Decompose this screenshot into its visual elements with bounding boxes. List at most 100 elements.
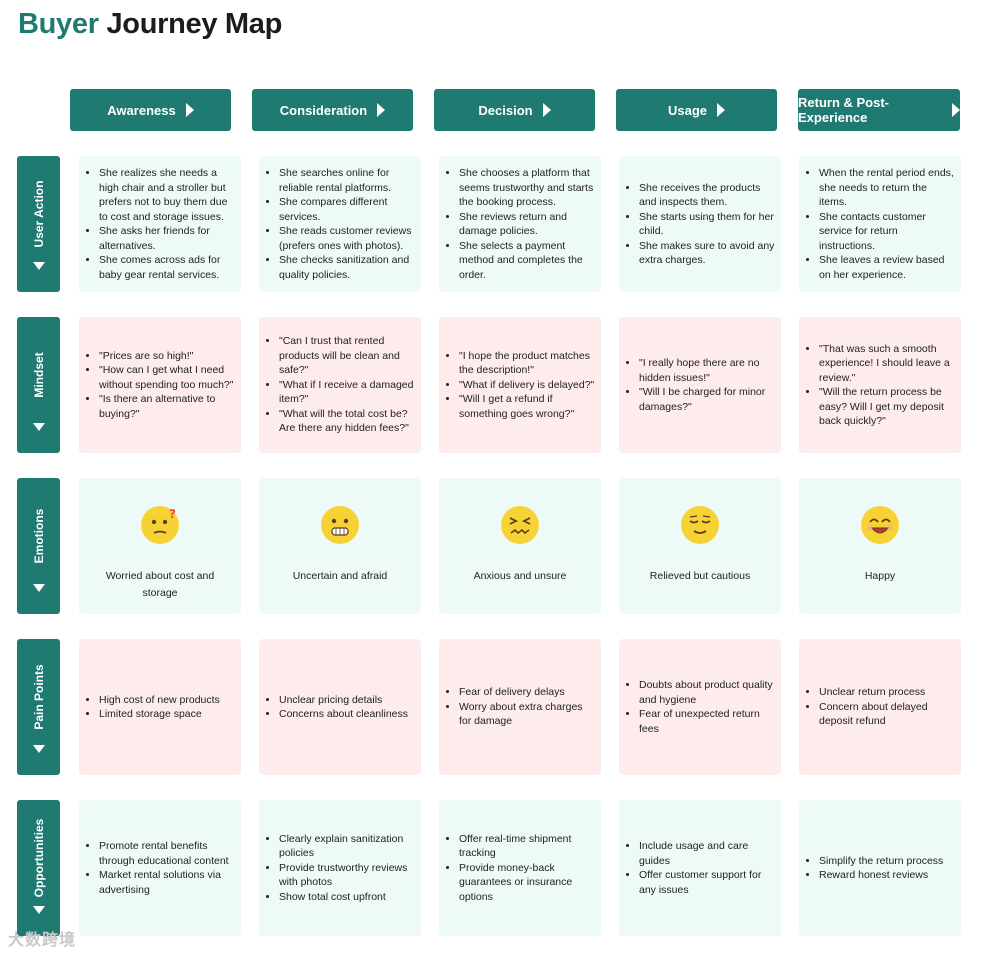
bullet-list: "I hope the product matches the descript… <box>439 349 601 422</box>
user-action-cell: She searches online for reliable rental … <box>259 156 421 292</box>
opportunities-cell: Offer real-time shipment trackingProvide… <box>439 800 601 936</box>
pain-points-cell: Unclear pricing detailsConcerns about cl… <box>259 639 421 775</box>
bullet-list: Unclear pricing detailsConcerns about cl… <box>259 693 414 722</box>
watermark: 大数跨境 <box>8 932 77 949</box>
pain-points-cell: Fear of delivery delaysWorry about extra… <box>439 639 601 775</box>
bullet-item: Worry about extra charges for damage <box>459 700 595 729</box>
row-label-user-action: User Action <box>17 156 60 292</box>
caret-down-icon <box>32 745 45 753</box>
row-label-text: Opportunities <box>31 818 46 898</box>
bullet-item: High cost of new products <box>99 693 220 708</box>
bullet-list: Doubts about product quality and hygiene… <box>619 678 781 736</box>
caret-down-icon <box>32 906 45 914</box>
row-label-text: User Action <box>31 180 46 248</box>
bullet-item: She starts using them for her child. <box>639 210 775 239</box>
bullet-list: Promote rental benefits through educatio… <box>79 839 241 897</box>
bullet-item: "What if I receive a damaged item?" <box>279 378 415 407</box>
user-action-cell: She chooses a platform that seems trustw… <box>439 156 601 292</box>
bullet-item: Limited storage space <box>99 707 220 722</box>
bullet-item: "Can I trust that rented products will b… <box>279 334 415 378</box>
opportunities-cell: Include usage and care guidesOffer custo… <box>619 800 781 936</box>
bullet-item: "Will I be charged for minor damages?" <box>639 385 775 414</box>
play-arrow-icon <box>952 103 960 117</box>
bullet-item: Include usage and care guides <box>639 839 775 868</box>
stage-header-label: Awareness <box>107 102 176 118</box>
bullet-item: Show total cost upfront <box>279 890 415 905</box>
emotion-cell: Relieved but cautious <box>619 478 781 614</box>
bullet-list: She chooses a platform that seems trustw… <box>439 166 601 282</box>
emotion-text: Relieved but cautious <box>649 570 751 582</box>
emotion-cell: ? Worried about cost and storage <box>79 478 241 614</box>
mindset-cell: "That was such a smooth experience! I sh… <box>799 317 961 453</box>
bullet-item: Fear of unexpected return fees <box>639 707 775 736</box>
bullet-item: Market rental solutions via advertising <box>99 868 235 897</box>
caret-down-icon <box>32 262 45 270</box>
bullet-list: "That was such a smooth experience! I sh… <box>799 342 961 429</box>
user-action-cell: She receives the products and inspects t… <box>619 156 781 292</box>
bullet-list: She searches online for reliable rental … <box>259 166 421 282</box>
emotion-text: Worried about cost and storage <box>105 570 215 599</box>
bullet-item: She reviews return and damage policies. <box>459 210 595 239</box>
stage-header-label: Decision <box>478 102 533 118</box>
bullet-item: Concerns about cleanliness <box>279 707 408 722</box>
bullet-item: She realizes she needs a high chair and … <box>99 166 235 224</box>
bullet-list: Fear of delivery delaysWorry about extra… <box>439 685 601 729</box>
bullet-list: Offer real-time shipment trackingProvide… <box>439 832 601 905</box>
bullet-item: "Prices are so high!" <box>99 349 235 364</box>
mindset-cell: "I really hope there are no hidden issue… <box>619 317 781 453</box>
smiling-face-icon <box>861 506 899 544</box>
bullet-item: Simplify the return process <box>819 854 943 869</box>
bullet-item: "Will I get a refund if something goes w… <box>459 392 595 421</box>
bullet-item: "Is there an alternative to buying?" <box>99 392 235 421</box>
caret-down-icon <box>32 584 45 592</box>
bullet-item: She selects a payment method and complet… <box>459 239 595 283</box>
emotion-text: Happy <box>864 570 896 582</box>
stage-header-decision: Decision <box>434 89 595 131</box>
bullet-item: She asks her friends for alternatives. <box>99 224 235 253</box>
bullet-item: Unclear return process <box>819 685 955 700</box>
user-action-cell: When the rental period ends, she needs t… <box>799 156 961 292</box>
emotion-text: Anxious and unsure <box>473 570 567 582</box>
bullet-list: Clearly explain sanitization policiesPro… <box>259 832 421 905</box>
bullet-item: She comes across ads for baby gear renta… <box>99 253 235 282</box>
confounded-face-icon <box>501 506 539 544</box>
user-action-cell: She realizes she needs a high chair and … <box>79 156 241 292</box>
bullet-item: She compares different services. <box>279 195 415 224</box>
play-arrow-icon <box>185 103 194 117</box>
bullet-item: "How can I get what I need without spend… <box>99 363 235 392</box>
row-label-opportunities: Opportunities <box>17 800 60 936</box>
title-accent: Buyer <box>18 8 99 40</box>
bullet-list: "Can I trust that rented products will b… <box>259 334 421 436</box>
row-label-text: Pain Points <box>31 664 46 730</box>
mindset-cell: "I hope the product matches the descript… <box>439 317 601 453</box>
title-rest: Journey Map <box>98 8 283 40</box>
bullet-list: High cost of new productsLimited storage… <box>79 693 226 722</box>
bullet-item: Reward honest reviews <box>819 868 943 883</box>
stage-header-awareness: Awareness <box>70 89 231 131</box>
pain-points-cell: High cost of new productsLimited storage… <box>79 639 241 775</box>
bullet-item: When the rental period ends, she needs t… <box>819 166 955 210</box>
stage-header-label: Return & Post-Experience <box>798 95 889 125</box>
bullet-item: She leaves a review based on her experie… <box>819 253 955 282</box>
bullet-list: Simplify the return processReward honest… <box>799 854 949 883</box>
bullet-item: Provide money-back guarantees or insuran… <box>459 861 595 905</box>
opportunities-cell: Simplify the return processReward honest… <box>799 800 961 936</box>
stage-header-label: Consideration <box>279 102 368 118</box>
caret-down-icon <box>32 423 45 431</box>
row-label-text: Mindset <box>31 352 46 398</box>
bullet-item: Fear of delivery delays <box>459 685 595 700</box>
bullet-list: Unclear return processConcern about dela… <box>799 685 961 729</box>
svg-text:?: ? <box>169 507 176 521</box>
stage-header-consideration: Consideration <box>252 89 413 131</box>
bullet-item: "I hope the product matches the descript… <box>459 349 595 378</box>
page-title: Buyer Journey Map <box>18 8 282 41</box>
opportunities-cell: Promote rental benefits through educatio… <box>79 800 241 936</box>
emotion-cell: Anxious and unsure <box>439 478 601 614</box>
bullet-item: She receives the products and inspects t… <box>639 181 775 210</box>
bullet-item: Promote rental benefits through educatio… <box>99 839 235 868</box>
bullet-item: "Will the return process be easy? Will I… <box>819 385 955 429</box>
relieved-face-icon <box>681 506 719 544</box>
play-arrow-icon <box>377 103 386 117</box>
thinking-face-icon: ? <box>141 506 179 544</box>
bullet-item: She chooses a platform that seems trustw… <box>459 166 595 210</box>
